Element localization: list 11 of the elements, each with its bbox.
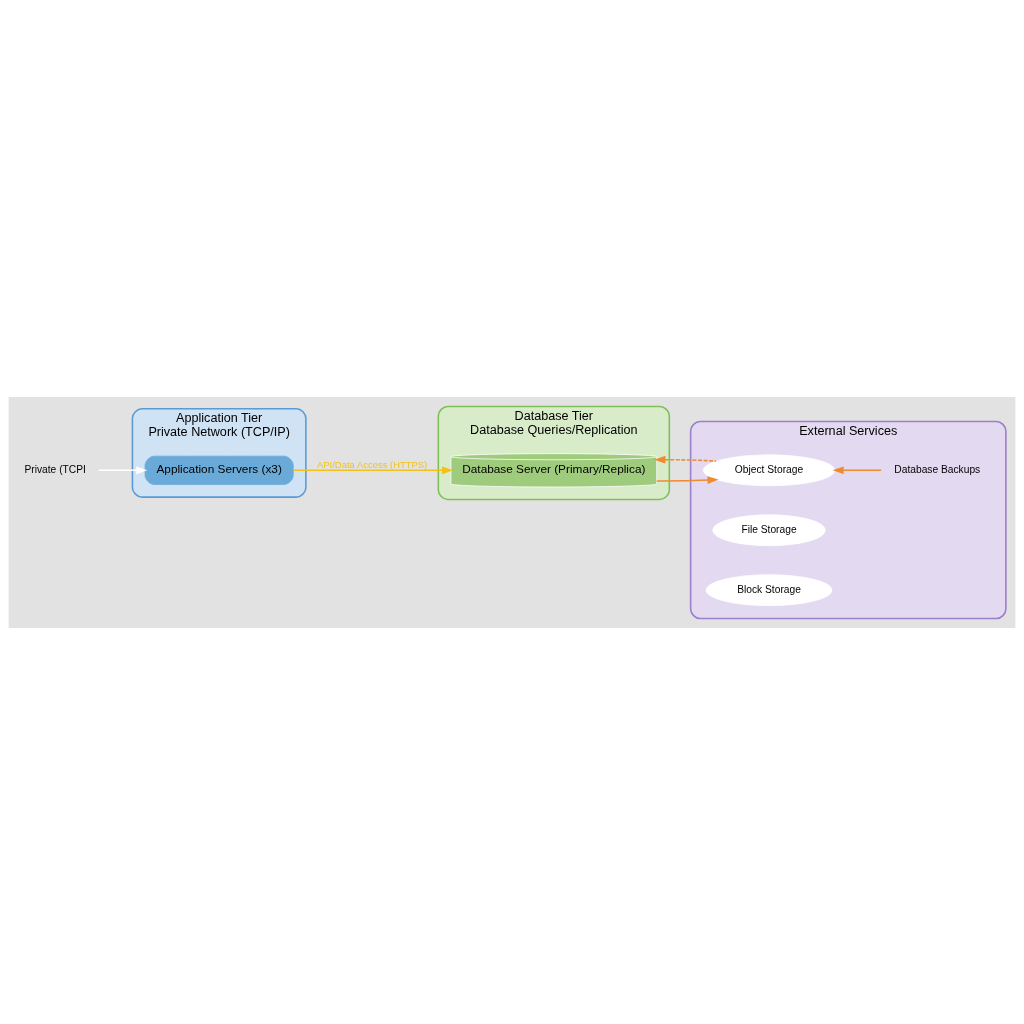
arrow [832,465,882,474]
arrow [292,465,454,474]
node-text: Private (TCPI [24,463,86,475]
node-box: Application Servers (x3) [144,455,294,485]
node-text: Database Backups [894,463,981,475]
node-ellipse: Block Storage [705,573,833,606]
edge-label: API/Data Access (HTTPS) [316,458,428,470]
arrow [97,465,148,474]
arrow [654,455,717,464]
node-ellipse: File Storage [712,513,826,546]
arrow [655,475,719,484]
